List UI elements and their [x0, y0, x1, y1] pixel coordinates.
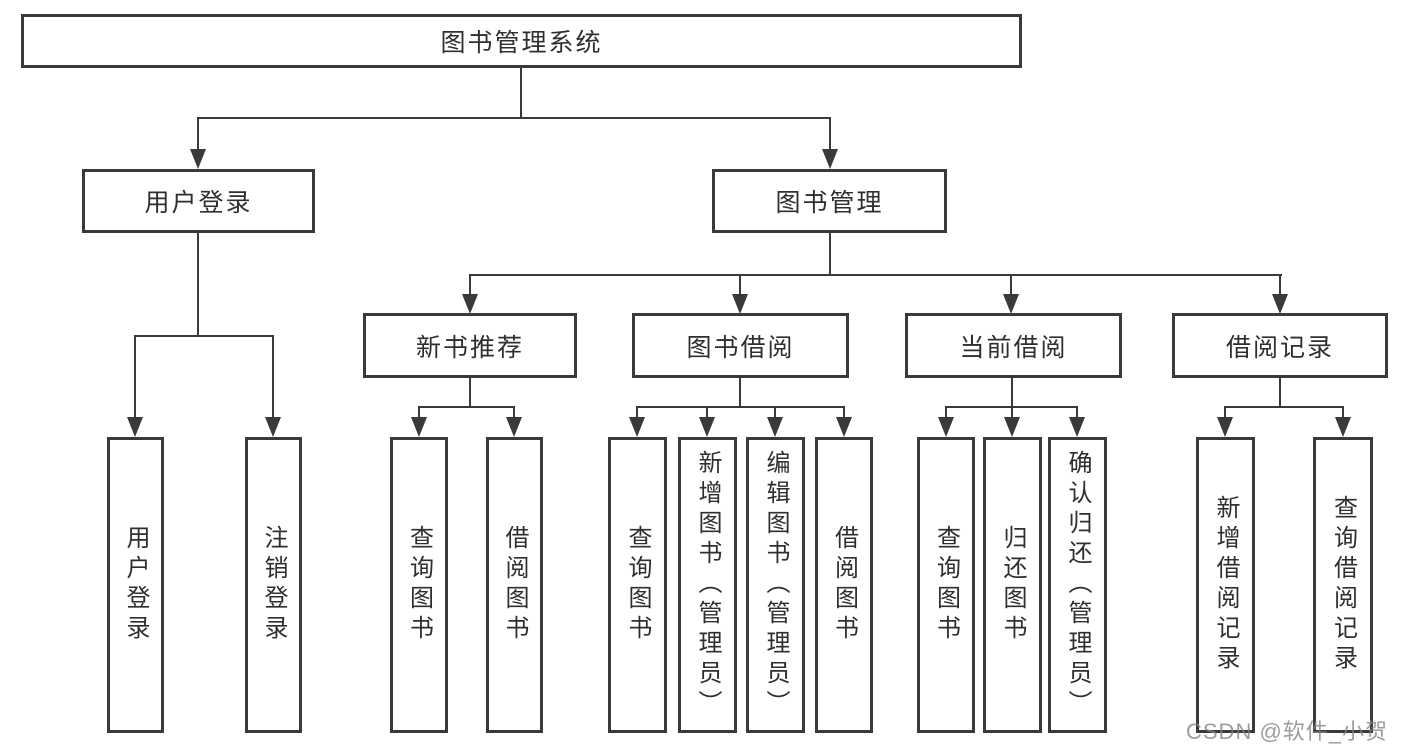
leaf-query-borrow-record: 查询借阅记录	[1313, 437, 1373, 733]
arrowhead-down-icon	[938, 417, 954, 437]
arrowhead-down-icon	[1004, 417, 1020, 437]
connector-to-leaf	[1224, 406, 1226, 419]
leaf-edit-book-admin: 编辑图书（管理员）	[746, 437, 805, 733]
connector-to-leaf	[513, 406, 515, 419]
leaf-add-borrow-record: 新增借阅记录	[1196, 437, 1255, 733]
leaf-user-login: 用户登录	[107, 437, 164, 733]
connector-to-leaf	[1076, 406, 1078, 419]
connector-branch	[1224, 406, 1344, 408]
arrowhead-down-icon	[462, 294, 478, 314]
arrowhead-down-icon	[190, 149, 206, 169]
connector-to-leaf	[945, 406, 947, 419]
leaf-logout: 注销登录	[245, 437, 302, 733]
node-library-system: 图书管理系统	[21, 14, 1022, 68]
connector-level3-branch	[469, 274, 1282, 276]
arrowhead-down-icon	[836, 417, 852, 437]
connector-to-user-login	[197, 117, 199, 151]
connector-stem	[739, 378, 741, 406]
connector-to-leaf	[1011, 406, 1013, 419]
connector-to-leaf	[706, 406, 708, 419]
connector-stem	[1279, 378, 1281, 406]
arrowhead-down-icon	[629, 417, 645, 437]
node-borrowing-records: 借阅记录	[1172, 313, 1388, 378]
connector-to-leaf	[134, 335, 136, 419]
connector-to-leaf	[636, 406, 638, 419]
node-new-book-recommend: 新书推荐	[363, 313, 577, 378]
connector-to-new-book	[469, 274, 471, 296]
node-book-borrowing: 图书借阅	[632, 313, 849, 378]
arrowhead-down-icon	[127, 417, 143, 437]
arrowhead-down-icon	[265, 417, 281, 437]
arrowhead-down-icon	[1335, 417, 1351, 437]
arrowhead-down-icon	[1217, 417, 1233, 437]
connector-to-leaf	[843, 406, 845, 419]
connector-user-login-branch	[134, 335, 274, 337]
arrowhead-down-icon	[1272, 294, 1288, 314]
connector-to-records	[1279, 274, 1281, 296]
connector-branch	[636, 406, 845, 408]
connector-level2-branch	[197, 117, 831, 119]
arrowhead-down-icon	[1069, 417, 1085, 437]
connector-user-login-stem	[197, 233, 199, 335]
arrowhead-down-icon	[699, 417, 715, 437]
connector-stem	[469, 378, 471, 406]
watermark: CSDN @软件_小贺同学	[1186, 719, 1389, 744]
connector-to-leaf	[1342, 406, 1344, 419]
node-current-borrowing: 当前借阅	[905, 313, 1122, 378]
connector-root-stem	[520, 68, 522, 117]
leaf-borrow-books-recommend: 借阅图书	[486, 437, 543, 733]
connector-to-book-borrow	[739, 274, 741, 296]
connector-book-management-stem	[829, 233, 831, 274]
node-user-login: 用户登录	[82, 169, 315, 233]
connector-stem	[1011, 378, 1013, 406]
connector-to-leaf	[418, 406, 420, 419]
node-book-management: 图书管理	[712, 169, 947, 233]
arrowhead-down-icon	[767, 417, 783, 437]
connector-to-leaf	[774, 406, 776, 419]
leaf-return-books: 归还图书	[983, 437, 1042, 733]
leaf-borrow-books-borrowing: 借阅图书	[815, 437, 873, 733]
connector-to-leaf	[272, 335, 274, 419]
connector-branch	[418, 406, 515, 408]
leaf-query-books-current: 查询图书	[917, 437, 975, 733]
leaf-confirm-return-admin: 确认归还（管理员）	[1048, 437, 1107, 733]
leaf-add-book-admin: 新增图书（管理员）	[678, 437, 737, 733]
arrowhead-down-icon	[411, 417, 427, 437]
connector-to-book-management	[829, 117, 831, 151]
arrowhead-down-icon	[732, 294, 748, 314]
leaf-query-books-borrowing: 查询图书	[608, 437, 667, 733]
arrowhead-down-icon	[1003, 294, 1019, 314]
arrowhead-down-icon	[506, 417, 522, 437]
leaf-query-books-recommend: 查询图书	[390, 437, 448, 733]
arrowhead-down-icon	[822, 149, 838, 169]
connector-to-current-borrow	[1010, 274, 1012, 296]
